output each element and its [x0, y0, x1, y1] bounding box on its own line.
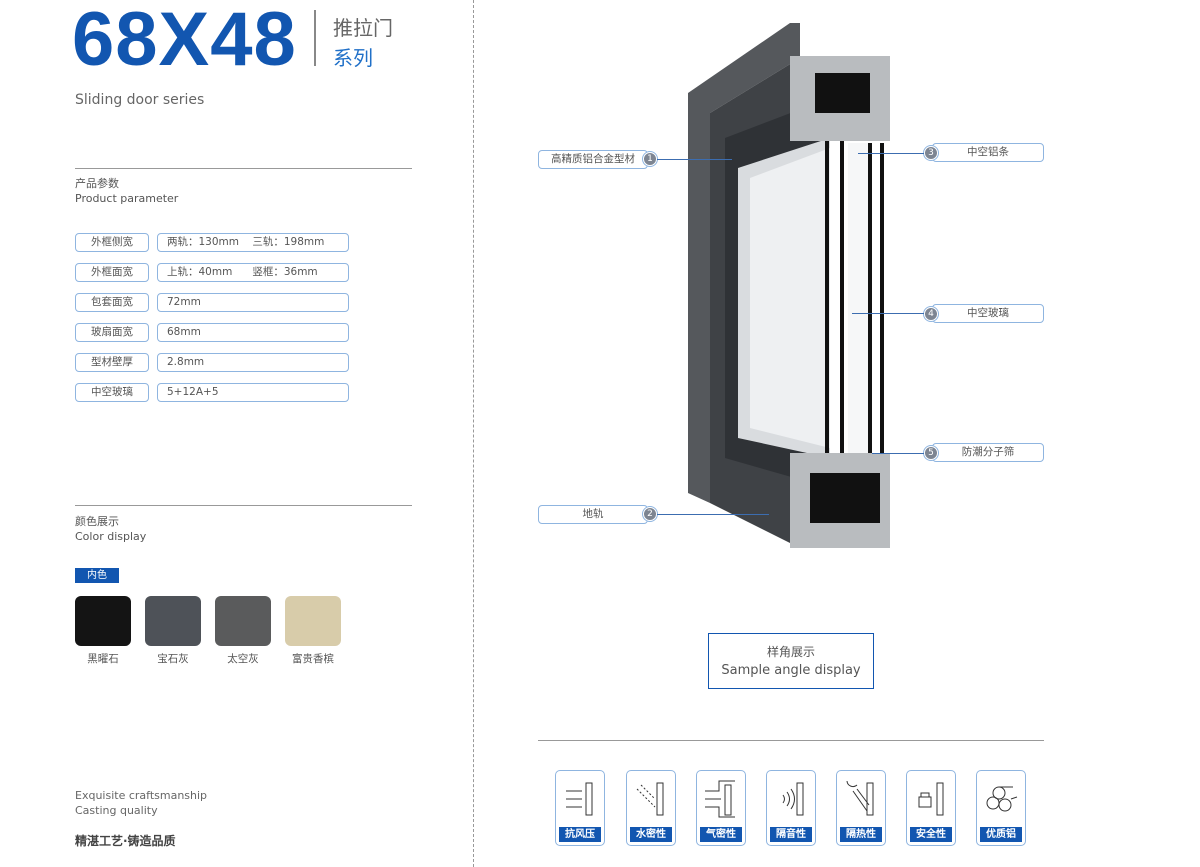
colors-heading-en: Color display	[75, 530, 147, 543]
feature-label: 气密性	[700, 827, 742, 842]
leader-line	[657, 514, 769, 515]
colors-heading-cn: 颜色展示	[75, 515, 119, 528]
color-swatch	[145, 596, 201, 646]
subtitle: Sliding door series	[75, 92, 205, 108]
feature-wind-pressure: 抗风压	[555, 770, 605, 846]
feature-safety: 安全性	[906, 770, 956, 846]
sound-insulation-icon	[782, 782, 804, 816]
param-label: 外框侧宽	[75, 233, 149, 252]
feature-label: 水密性	[630, 827, 672, 842]
sample-title-en: Sample angle display	[721, 663, 861, 678]
params-heading-en: Product parameter	[75, 192, 179, 205]
section-divider	[538, 740, 1044, 741]
callout-hollow-glass: 中空玻璃	[932, 304, 1044, 323]
inner-color-badge: 内色	[75, 568, 119, 583]
leader-line	[657, 159, 732, 160]
color-name: 宝石灰	[157, 653, 189, 665]
param-value: 上轨：40mm 竖框：36mm	[157, 263, 349, 282]
color-name: 富贵香槟	[292, 653, 334, 665]
feature-air-tightness: 气密性	[696, 770, 746, 846]
leader-line	[858, 153, 924, 154]
page-divider	[473, 0, 474, 867]
feature-label: 抗风压	[559, 827, 601, 842]
color-swatch	[75, 596, 131, 646]
param-value: 68mm	[157, 323, 349, 342]
param-label: 包套面宽	[75, 293, 149, 312]
wind-pressure-icon	[566, 782, 593, 816]
feature-sound-insulation: 隔音性	[766, 770, 816, 846]
feature-label: 优质铝	[980, 827, 1022, 842]
color-swatch	[215, 596, 271, 646]
feature-quality-aluminum: 优质铝	[976, 770, 1026, 846]
param-label: 型材壁厚	[75, 353, 149, 372]
param-value: 2.8mm	[157, 353, 349, 372]
section-divider	[75, 168, 412, 169]
sample-title-cn: 样角展示	[766, 645, 815, 659]
color-name: 黑曜石	[87, 653, 119, 665]
feature-label: 安全性	[910, 827, 952, 842]
feature-label: 隔音性	[770, 827, 812, 842]
param-value: 两轨：130mm 三轨：198mm	[157, 233, 349, 252]
heat-insulation-icon	[846, 780, 874, 816]
footer-slogan: 精湛工艺·铸造品质	[75, 834, 176, 848]
leader-line	[852, 313, 924, 314]
param-label: 外框面宽	[75, 263, 149, 282]
callout-floor-rail: 地轨	[538, 505, 648, 524]
param-value: 5+12A+5	[157, 383, 349, 402]
feature-label: 隔热性	[840, 827, 882, 842]
title-cn: 推拉门	[333, 16, 393, 40]
callout-number: 3	[924, 146, 938, 160]
air-tightness-icon	[705, 780, 735, 818]
callout-molecular-sieve: 防潮分子筛	[932, 443, 1044, 462]
params-heading-cn: 产品参数	[75, 177, 119, 190]
footer-line2: Casting quality	[75, 804, 158, 817]
water-tightness-icon	[636, 782, 664, 816]
title-cn-series: 系列	[333, 46, 373, 70]
feature-water-tightness: 水密性	[626, 770, 676, 846]
aluminum-rods-icon	[986, 786, 1018, 812]
callout-number: 4	[924, 307, 938, 321]
callout-number: 1	[643, 152, 657, 166]
callout-number: 5	[924, 446, 938, 460]
footer-line1: Exquisite craftsmanship	[75, 789, 208, 802]
lock-icon	[918, 782, 944, 816]
sample-angle-box: 样角展示 Sample angle display	[708, 633, 874, 689]
callout-spacer-bar: 中空铝条	[932, 143, 1044, 162]
callout-aluminum-profile: 高精质铝合金型材	[538, 150, 648, 169]
param-label: 玻扇面宽	[75, 323, 149, 342]
leader-line	[872, 453, 924, 454]
feature-heat-insulation: 隔热性	[836, 770, 886, 846]
callout-number: 2	[643, 507, 657, 521]
param-label: 中空玻璃	[75, 383, 149, 402]
title-divider	[314, 10, 316, 66]
param-value: 72mm	[157, 293, 349, 312]
section-divider	[75, 505, 412, 506]
color-swatch	[285, 596, 341, 646]
color-name: 太空灰	[227, 653, 259, 665]
model-number: 68X48	[72, 0, 297, 82]
door-section-illustration	[688, 23, 890, 548]
